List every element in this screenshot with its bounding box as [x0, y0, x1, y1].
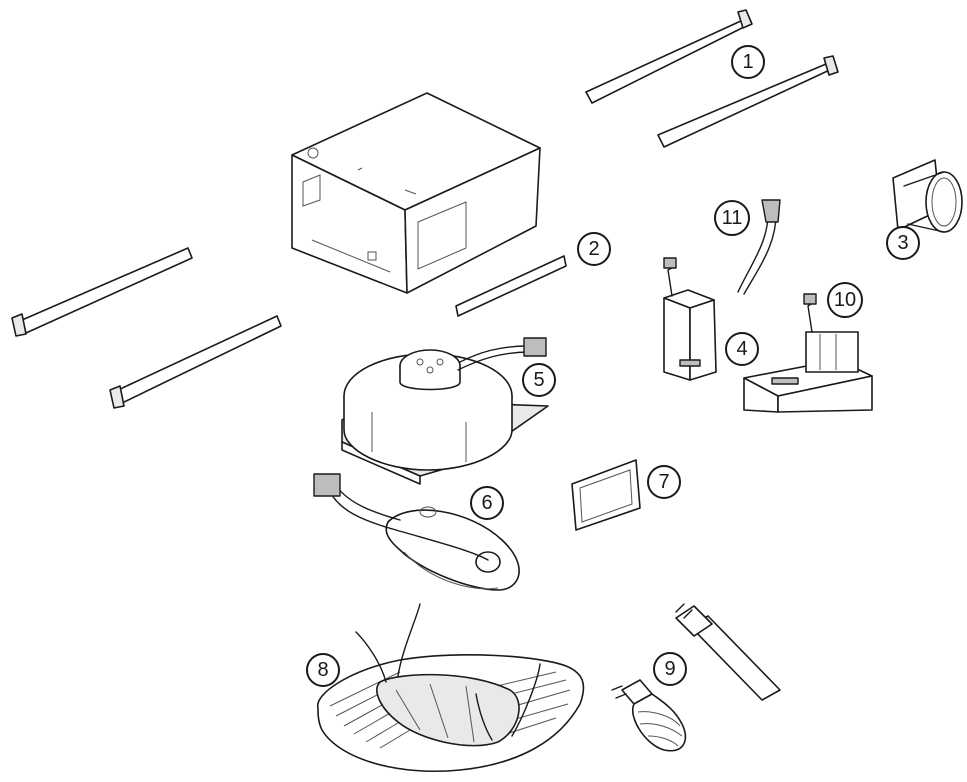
part-7-gasket	[571, 459, 641, 531]
svg-text:3: 3	[897, 232, 908, 254]
part-8-grille	[317, 603, 585, 773]
callout-10: 10	[827, 282, 863, 318]
part-3-duct-connector	[892, 159, 963, 233]
fan-housing	[291, 92, 541, 294]
svg-text:11: 11	[722, 207, 743, 229]
part-5-blower-motor	[341, 337, 549, 485]
callout-7: 7	[647, 465, 681, 499]
callout-3: 3	[886, 226, 920, 260]
svg-text:7: 7	[658, 471, 669, 493]
callout-4: 4	[725, 332, 759, 366]
part-10-ballast	[743, 293, 873, 413]
svg-text:9: 9	[664, 658, 675, 680]
svg-text:4: 4	[736, 338, 747, 360]
part-9-bulbs	[611, 603, 781, 752]
svg-text:2: 2	[588, 238, 599, 260]
callout-9: 9	[653, 652, 687, 686]
part-4-control-module	[663, 257, 717, 381]
svg-text:6: 6	[481, 492, 492, 514]
svg-text:8: 8	[317, 659, 328, 681]
svg-text:1: 1	[742, 51, 753, 73]
callout-11: 11	[714, 200, 750, 236]
svg-text:5: 5	[533, 369, 544, 391]
callout-1: 1	[731, 45, 765, 79]
svg-text:10: 10	[834, 289, 856, 311]
side-brackets	[11, 247, 282, 409]
callout-5: 5	[522, 363, 556, 397]
part-11-cable	[737, 199, 781, 295]
callout-2: 2	[577, 232, 611, 266]
callout-8: 8	[306, 653, 340, 687]
part-1-mounting-brackets	[585, 9, 839, 148]
callout-6: 6	[470, 486, 504, 520]
part-6-light-assembly	[313, 473, 520, 591]
part-2-bracket	[455, 255, 567, 317]
